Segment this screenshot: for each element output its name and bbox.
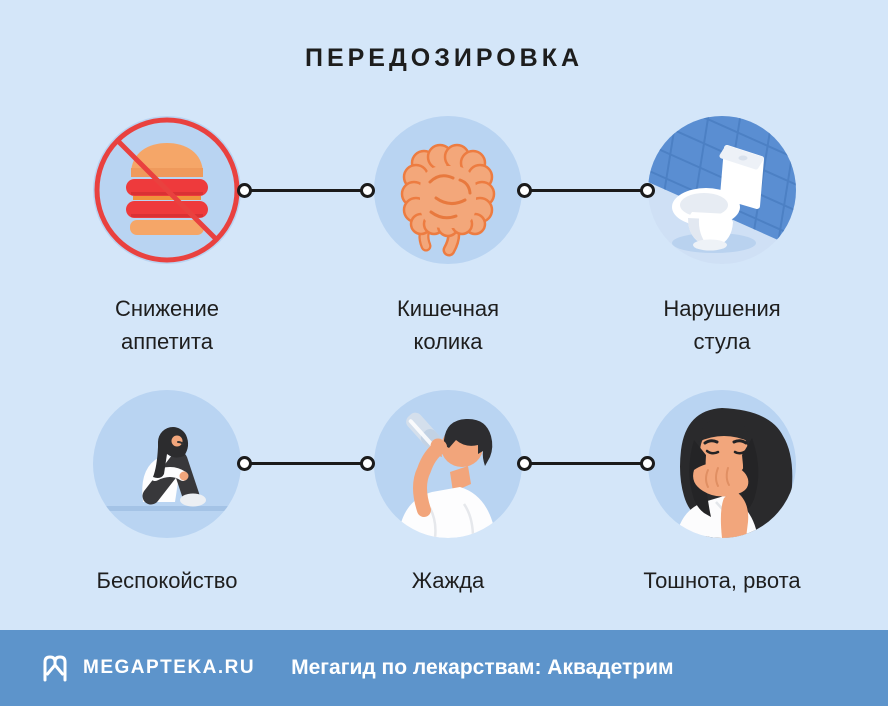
connector-dot: [517, 456, 532, 471]
footer-caption: Мегагид по лекарствам: Аквадетрим: [291, 656, 674, 679]
connector-dot: [640, 456, 655, 471]
label-line: Снижение: [115, 296, 219, 321]
symptom-label-colic: Кишечная колика: [308, 292, 588, 358]
connector-line: [237, 183, 375, 198]
symptom-label-thirst: Жажда: [411, 568, 485, 593]
label-line: стула: [693, 329, 751, 354]
symptom-circle-anxiety: [93, 390, 241, 538]
nausea-person-icon: [648, 390, 796, 538]
symptom-label-nausea: Тошнота, рвота: [643, 568, 801, 593]
symptom-circle-nausea: [648, 390, 796, 538]
symptom-circle-no-food: [93, 116, 241, 264]
anxious-person-icon: [93, 390, 241, 538]
connector-dot: [640, 183, 655, 198]
connector-dot: [237, 183, 252, 198]
megapteka-logo-icon: [40, 652, 70, 684]
symptom-label-anxiety: Беспокойство: [96, 568, 238, 593]
symptom-label-stool: Нарушения стула: [582, 292, 862, 358]
label-line: колика: [413, 329, 483, 354]
no-food-icon: [93, 116, 241, 264]
connector-line: [237, 456, 375, 471]
connector-line: [517, 456, 655, 471]
label-line: Нарушения: [663, 296, 781, 321]
symptom-circle-stool: [648, 116, 796, 264]
label-line: Кишечная: [396, 296, 500, 321]
footer-bar: MEGAPTEKA.RU Мегагид по лекарствам: Аква…: [0, 630, 888, 706]
label-line: аппетита: [121, 329, 213, 354]
connector-dot: [237, 456, 252, 471]
toilet-icon: [648, 116, 796, 264]
intestines-icon: [374, 116, 522, 264]
connector-dot: [360, 183, 375, 198]
connector-dot: [517, 183, 532, 198]
footer-brand: MEGAPTEKA.RU: [83, 657, 256, 678]
connector-dot: [360, 456, 375, 471]
symptom-circle-colic: [374, 116, 522, 264]
symptom-label-no-food: Снижение аппетита: [27, 292, 307, 358]
page-title: ПЕРЕДОЗИРОВКА: [304, 44, 584, 72]
symptom-circle-thirst: [374, 390, 522, 538]
connector-line: [517, 183, 655, 198]
drinking-water-icon: [374, 390, 522, 538]
